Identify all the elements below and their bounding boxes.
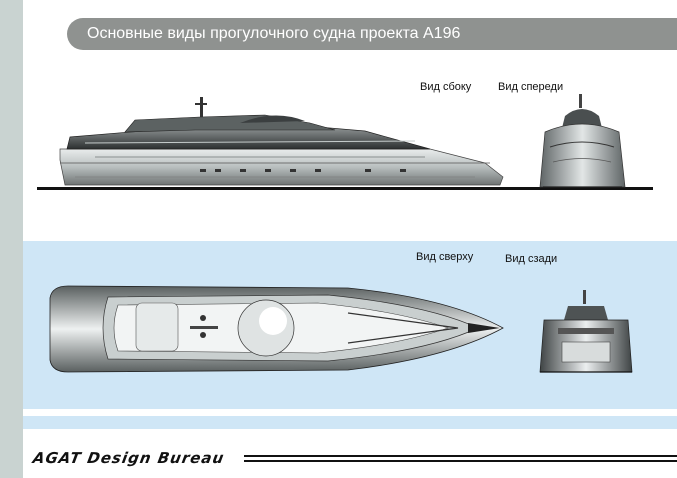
page-title: Основные виды прогулочного судна проекта… xyxy=(87,25,461,42)
blue-divider-strip xyxy=(23,416,677,429)
brand-logo: AGAT Design Bureau xyxy=(31,449,226,467)
page-title-banner: Основные виды прогулочного судна проекта… xyxy=(67,18,677,50)
front-waterline-rule xyxy=(505,187,653,190)
front-view-label: Вид спереди xyxy=(498,81,564,93)
footer-rule-top xyxy=(244,455,677,457)
rear-view-label: Вид сзади xyxy=(505,253,558,265)
side-view-label: Вид сбоку xyxy=(420,81,472,93)
rear-view-drawing xyxy=(539,290,633,373)
footer-rule-bottom xyxy=(244,460,677,462)
top-view-label: Вид сверху xyxy=(416,251,474,263)
waterline-rule xyxy=(37,187,505,190)
front-view-drawing xyxy=(539,94,626,188)
side-view-drawing xyxy=(37,97,505,190)
top-view-drawing xyxy=(49,285,504,373)
left-side-strip xyxy=(0,0,23,478)
